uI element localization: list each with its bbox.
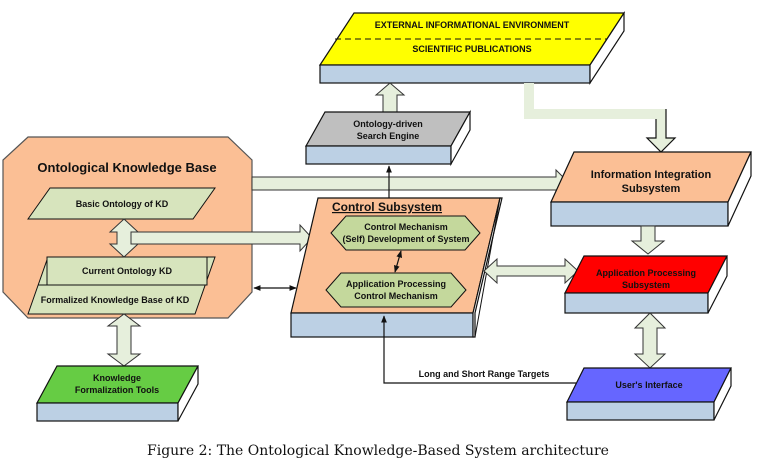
basic-ontology-box xyxy=(27,187,216,220)
integration-line2: Subsystem xyxy=(622,183,681,195)
targets-label: Long and Short Range Targets xyxy=(419,369,550,379)
search-to-env-arrow xyxy=(374,82,406,113)
basic-ontology-label: Basic Ontology of KD xyxy=(76,199,169,209)
app-processing-control-hexagon xyxy=(325,272,467,308)
information-integration-box: Information Integration Subsystem xyxy=(550,151,752,227)
app-processing-line2: Subsystem xyxy=(622,280,670,290)
users-interface-box: User's Interface xyxy=(566,367,732,421)
search-engine-line2: Search Engine xyxy=(357,131,420,141)
mechanism-link-arrow xyxy=(394,250,402,273)
app-control-line1: Application Processing xyxy=(346,279,446,289)
scientific-publications-label: SCIENTIFIC PUBLICATIONS xyxy=(412,44,531,54)
figure-caption: Figure 2: The Ontological Knowledge-Base… xyxy=(147,443,609,459)
integration-to-app-arrow xyxy=(630,225,666,255)
integration-line1: Information Integration xyxy=(591,169,712,181)
application-processing-box: Application Processing Subsystem xyxy=(564,255,728,314)
app-control-line2: Control Mechanism xyxy=(354,291,438,301)
tools-line2: Formalization Tools xyxy=(75,385,159,395)
env-to-integration-arrow xyxy=(524,83,677,153)
control-mech-line2: (Self) Development of System xyxy=(342,234,469,244)
knowledge-formalization-tools-box: Knowledge Formalization Tools xyxy=(35,365,200,422)
search-engine-box: Ontology-driven Search Engine xyxy=(304,109,472,167)
external-environment-box: EXTERNAL INFORMATIONAL ENVIRONMENT SCIEN… xyxy=(318,10,626,86)
control-subsystem-title: Control Subsystem xyxy=(332,200,442,214)
current-ontology-label: Current Ontology KD xyxy=(82,266,172,276)
okb-tools-double-arrow xyxy=(106,313,142,367)
control-mech-line1: Control Mechanism xyxy=(364,222,448,232)
app-processing-line1: Application Processing xyxy=(596,268,696,278)
okb-to-control-arrow xyxy=(130,223,313,253)
formalized-kb-label: Formalized Knowledge Base of KD xyxy=(41,295,190,305)
control-app-double-arrow xyxy=(483,257,579,285)
search-engine-line1: Ontology-driven xyxy=(353,119,423,129)
control-subsystem: Control Subsystem Control Mechanism (Sel… xyxy=(290,197,503,338)
targets-arrow xyxy=(381,315,576,384)
control-mechanism-hexagon xyxy=(330,215,481,251)
okb-to-integration-arrow xyxy=(251,168,571,200)
ontological-knowledge-base: Ontological Knowledge Base Basic Ontolog… xyxy=(2,136,253,319)
tools-line1: Knowledge xyxy=(93,373,141,383)
okb-title: Ontological Knowledge Base xyxy=(37,160,216,175)
app-ui-double-arrow xyxy=(633,312,667,369)
external-env-label: EXTERNAL INFORMATIONAL ENVIRONMENT xyxy=(375,20,570,30)
current-ontology-box xyxy=(46,256,208,286)
users-interface-label: User's Interface xyxy=(615,380,682,390)
